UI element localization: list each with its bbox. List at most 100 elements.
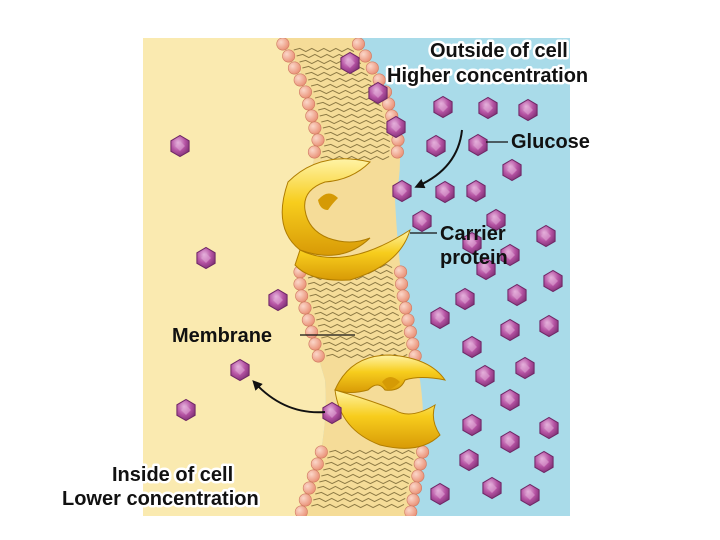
lipid-tail xyxy=(310,83,375,89)
lipid-head xyxy=(416,445,430,459)
glucose-icon xyxy=(466,179,486,203)
lipid-head xyxy=(305,109,319,123)
glucose-icon xyxy=(322,401,342,425)
lipid-tail xyxy=(314,311,400,317)
glucose-icon xyxy=(433,95,453,119)
glucose-icon xyxy=(455,287,475,311)
lipid-head xyxy=(406,337,420,351)
glucose-icon xyxy=(507,283,527,307)
glucose-icon xyxy=(500,318,520,342)
glucose-icon xyxy=(475,364,495,388)
lipid-tail xyxy=(319,479,409,485)
lipid-tail xyxy=(321,473,411,479)
glucose-icon xyxy=(459,448,479,472)
lipid-tail xyxy=(323,467,412,473)
lipid-head xyxy=(308,121,322,135)
carrier-label: Carrier xyxy=(440,223,506,245)
lipid-head xyxy=(276,38,290,51)
lipid-tail xyxy=(321,119,386,125)
lipid-tail xyxy=(318,107,383,113)
lipid-head xyxy=(365,61,379,75)
lipid-tail xyxy=(324,131,389,137)
lipid-head xyxy=(395,277,409,291)
lipid-head xyxy=(351,38,365,51)
lipid-head xyxy=(293,277,307,291)
glucose-icon xyxy=(392,179,412,203)
lipid-tail xyxy=(317,485,408,491)
lipid-head xyxy=(394,265,408,279)
lipid-tail xyxy=(309,293,396,299)
inside-sub-label: Lower concentration xyxy=(62,488,259,510)
lipid-head xyxy=(399,301,413,315)
lipid-head xyxy=(298,493,312,507)
glucose-icon xyxy=(170,134,190,158)
lipid-head xyxy=(311,133,325,147)
lipid-head xyxy=(314,445,328,459)
lipid-head xyxy=(287,61,301,75)
lipid-head xyxy=(308,337,322,351)
glucose-icon xyxy=(176,398,196,422)
glucose-icon xyxy=(368,81,388,105)
lipid-tail xyxy=(312,305,398,311)
lipid-head xyxy=(358,49,372,63)
lipid-tail xyxy=(322,341,406,347)
lipid-tail xyxy=(316,317,401,323)
lipid-head xyxy=(404,505,418,516)
glucose-icon xyxy=(462,231,482,255)
inside-title-label: Inside of cell xyxy=(112,464,233,486)
lipid-tail xyxy=(293,47,355,53)
glucose-icon xyxy=(230,358,250,382)
lipid-head xyxy=(302,97,316,111)
lipid-head xyxy=(406,493,420,507)
lipid-tail xyxy=(307,281,394,287)
glucose-icon xyxy=(486,208,506,232)
lipid-tail xyxy=(319,113,385,119)
glucose-molecules xyxy=(170,51,563,507)
protein-label: protein xyxy=(440,247,508,269)
glucose-icon xyxy=(539,314,559,338)
lipid-tail xyxy=(315,491,407,497)
glucose-icon xyxy=(534,450,554,474)
lipid-tail xyxy=(311,299,397,305)
glucose-icon xyxy=(340,51,360,75)
glucose-icon xyxy=(478,96,498,120)
glucose-icon xyxy=(268,288,288,312)
lipid-tail xyxy=(322,149,390,155)
lipid-tail xyxy=(311,503,405,509)
lipid-tail xyxy=(325,137,391,143)
glucose-icon xyxy=(500,243,520,267)
lipid-tail xyxy=(327,455,414,461)
membrane-label: Membrane xyxy=(172,325,272,347)
lipid-head xyxy=(311,349,325,363)
glucose-icon xyxy=(430,482,450,506)
glucose-icon xyxy=(518,98,538,122)
carrier-protein-bottom xyxy=(334,354,447,449)
diffusion-arrow-out xyxy=(252,380,326,414)
glucose-icon xyxy=(543,269,563,293)
lipid-head xyxy=(411,469,425,483)
glucose-icon xyxy=(462,335,482,359)
glucose-icon xyxy=(520,483,540,507)
lipid-head xyxy=(294,505,308,516)
lipid-head xyxy=(413,457,427,471)
lipid-tail xyxy=(324,347,407,353)
lipid-tail xyxy=(322,125,388,131)
glucose-icon xyxy=(426,134,446,158)
outside-sub-label: Higher concentration xyxy=(387,65,588,87)
lipid-tail xyxy=(317,323,402,329)
glucose-icon xyxy=(500,430,520,454)
lipid-tail xyxy=(321,335,404,341)
lipid-head xyxy=(306,469,320,483)
glucose-icon xyxy=(435,180,455,204)
glucose-label: Glucose xyxy=(511,131,590,153)
lipid-head xyxy=(310,457,324,471)
lipid-head xyxy=(293,73,307,87)
glucose-icon xyxy=(476,257,496,281)
lipid-tails xyxy=(293,47,415,509)
lipid-tail xyxy=(307,287,395,293)
lipid-head xyxy=(298,301,312,315)
glucose-icon xyxy=(536,224,556,248)
lipid-head xyxy=(299,85,313,99)
lipid-tail xyxy=(313,497,406,503)
